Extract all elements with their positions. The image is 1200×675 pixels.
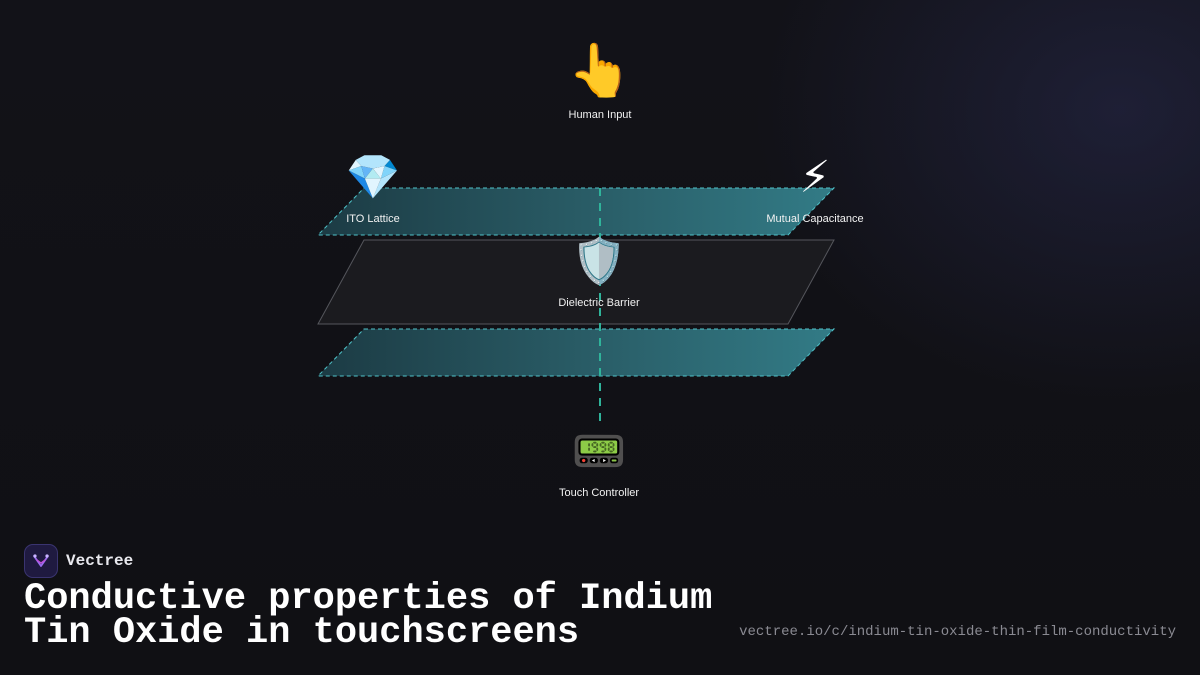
node-label: Mutual Capacitance	[766, 213, 864, 225]
pointing-hand-icon: 👆	[567, 42, 633, 100]
layer-stack-svg	[316, 187, 836, 426]
vectree-logo-icon	[24, 544, 58, 578]
node-human-input: 👆 Human Input	[568, 45, 633, 121]
lightning-icon: ⚡	[799, 153, 831, 202]
node-dielectric-barrier: 🛡️ Dielectric Barrier	[558, 237, 640, 310]
source-url[interactable]: vectree.io/c/indium-tin-oxide-thin-film-…	[739, 624, 1176, 640]
node-label: Human Input	[568, 109, 632, 121]
brand-name: Vectree	[66, 552, 134, 570]
node-label: Touch Controller	[558, 487, 640, 499]
gem-icon: 💎	[345, 153, 401, 202]
layer-stack-diagram: 👆 Human Input 💎 ITO Lattice ⚡ Mutual Cap…	[316, 45, 864, 500]
node-ito-lattice: 💎 ITO Lattice	[345, 153, 401, 226]
node-label: Dielectric Barrier	[558, 297, 640, 309]
dielectric-layer	[317, 239, 835, 325]
node-label: ITO Lattice	[346, 213, 400, 225]
brand[interactable]: Vectree	[24, 544, 133, 578]
node-touch-controller: 📟 Touch Controller	[558, 427, 640, 500]
bottom-conductive-layer	[316, 328, 836, 377]
page-title: Conductive properties of Indium Tin Oxid…	[24, 578, 713, 654]
top-conductive-layer	[316, 187, 836, 236]
node-mutual-capacitance: ⚡ Mutual Capacitance	[766, 153, 864, 226]
pager-icon: 📟	[571, 427, 627, 476]
shield-icon: 🛡️	[571, 237, 627, 286]
